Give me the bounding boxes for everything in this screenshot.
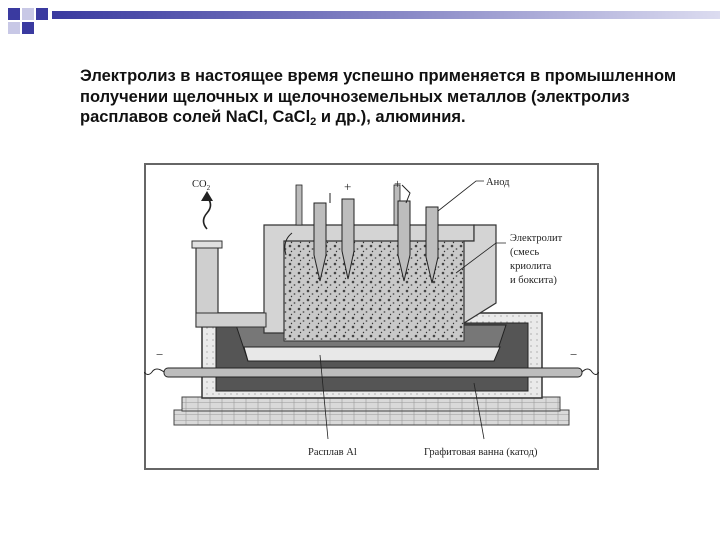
anode-rod <box>341 198 355 280</box>
flow-arrow <box>284 232 293 256</box>
decor-square <box>8 22 20 34</box>
gas-arrow-head <box>201 191 213 201</box>
anode-plus-sign-2: + <box>394 176 401 191</box>
slide-text-part1: Электролиз в настоящее время успешно при… <box>80 67 677 126</box>
electrolyte-label-line-3: криолита <box>510 261 552 272</box>
exhaust-pipe-cap <box>191 240 223 249</box>
decor-bar <box>52 11 720 19</box>
cathode-wire-left <box>144 368 165 375</box>
base-slab-top <box>181 396 561 412</box>
anode-rod <box>425 206 439 284</box>
electrolyte-label-line-4: и боксита) <box>510 275 557 286</box>
slide-body-text: Электролиз в настоящее время успешно при… <box>80 66 680 128</box>
leader-anode <box>437 180 484 212</box>
anode-rod <box>313 202 327 282</box>
decor-square <box>22 22 34 34</box>
cathode-minus-sign-right: − <box>570 347 577 362</box>
decor-square <box>8 8 20 20</box>
gas-label-main: CO <box>192 179 207 190</box>
leader-melt <box>319 354 329 440</box>
anode-plus-sign-1: + <box>344 179 351 194</box>
electrolyte-label-line-1: Электролит <box>510 233 563 244</box>
base-slab-bottom <box>173 409 570 426</box>
leader-cathode <box>473 382 485 440</box>
anode-label: Анод <box>486 177 510 188</box>
cathode-wire-right <box>581 368 599 375</box>
decor-square <box>22 8 34 20</box>
gas-arrow <box>202 196 212 230</box>
anode-holder <box>295 184 303 226</box>
gas-label-subscript: 2 <box>207 184 211 192</box>
melt-label: Расплав Al <box>308 447 357 458</box>
cathode-collector-bar <box>163 367 583 378</box>
exhaust-duct <box>195 312 267 328</box>
decor-square <box>36 8 48 20</box>
leader-electrolyte <box>455 242 506 274</box>
cathode-minus-sign-left: − <box>156 347 163 362</box>
anode-wire <box>329 184 411 204</box>
electrolysis-cell-diagram: + + − − CO2 Анод Электролит (смесь криол… <box>144 163 599 470</box>
electrolyte-label-line-2: (смесь <box>510 247 539 258</box>
molten-aluminium <box>243 346 501 362</box>
cathode-label: Графитовая ванна (катод) <box>424 447 538 458</box>
header-decoration <box>8 8 720 34</box>
slide-text-part2: и др.), алюминия. <box>316 108 466 126</box>
anode-rod <box>397 200 411 282</box>
anode-group <box>295 184 439 284</box>
slide-text-subscript: 2 <box>310 116 317 128</box>
cell-cover-right <box>463 224 497 325</box>
gas-label: CO2 <box>192 179 211 192</box>
